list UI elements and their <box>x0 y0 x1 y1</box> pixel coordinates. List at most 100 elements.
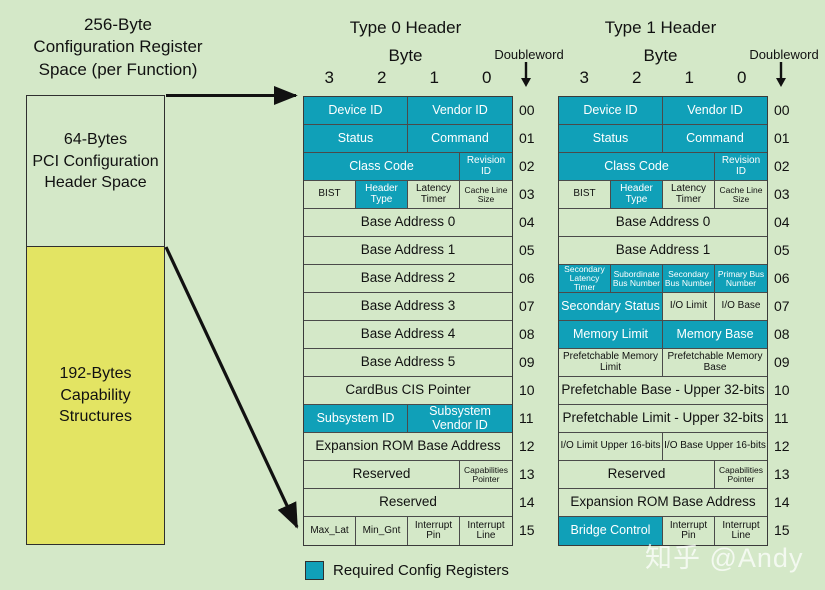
type1-byte-num-2: 2 <box>632 68 642 87</box>
capability-label-line-1: 192-Bytes <box>59 365 132 382</box>
register-field: Revision ID <box>715 153 767 180</box>
type0-doubleword-arrow-icon <box>521 62 531 87</box>
register-field: Base Address 3 <box>304 293 512 320</box>
register-field: Cache Line Size <box>460 181 512 208</box>
doubleword-offset: 13 <box>774 466 790 482</box>
type0-byte-num-0: 0 <box>482 68 492 87</box>
type1-byte-num-1: 1 <box>684 68 694 87</box>
header-space-label: 64-Bytes PCI Configuration Header Space <box>27 129 164 194</box>
overview-caption: 256-Byte Configuration Register Space (p… <box>6 14 230 81</box>
doubleword-offset: 00 <box>774 102 790 118</box>
doubleword-offset: 12 <box>774 438 790 454</box>
doubleword-offset: 14 <box>774 494 790 510</box>
register-field: Capabilities Pointer <box>715 461 767 488</box>
type1-doubleword-label: Doubleword <box>749 47 819 62</box>
register-field: Reserved <box>304 489 512 516</box>
register-field: Secondary Latency Timer <box>559 265 611 292</box>
arrow-capability-to-type0-bottom <box>164 246 299 529</box>
type1-byte-num-0: 0 <box>737 68 747 87</box>
register-field: Base Address 4 <box>304 321 512 348</box>
register-field: Capabilities Pointer <box>460 461 512 488</box>
type1-byte-numbers: 3 2 1 0 <box>558 68 768 92</box>
doubleword-offset: 07 <box>519 298 535 314</box>
doubleword-offset: 15 <box>774 522 790 538</box>
register-row: Base Address 1 <box>559 237 767 265</box>
register-field: Vendor ID <box>408 97 512 124</box>
type1-title: Type 1 Header <box>604 18 717 37</box>
register-field: Min_Gnt <box>356 517 408 545</box>
register-field: Subsystem ID <box>304 405 408 432</box>
register-field: Base Address 2 <box>304 265 512 292</box>
register-field: I/O Limit Upper 16-bits <box>559 433 663 460</box>
register-row: Base Address 0 <box>559 209 767 237</box>
register-field: Max_Lat <box>304 517 356 545</box>
doubleword-offset: 11 <box>519 410 534 426</box>
register-row: Expansion ROM Base Address <box>304 433 512 461</box>
register-field: Command <box>408 125 512 152</box>
register-row: Base Address 5 <box>304 349 512 377</box>
register-row: Base Address 3 <box>304 293 512 321</box>
type1-byte-label: Byte <box>643 46 678 65</box>
doubleword-offset: 03 <box>774 186 790 202</box>
type0-byte-label: Byte <box>388 46 423 65</box>
register-field: Latency Timer <box>408 181 460 208</box>
register-field: Status <box>304 125 408 152</box>
doubleword-offset: 09 <box>519 354 535 370</box>
doubleword-offset: 01 <box>519 130 535 146</box>
register-field: Header Type <box>356 181 408 208</box>
register-field: Expansion ROM Base Address <box>559 489 767 516</box>
register-row: Base Address 1 <box>304 237 512 265</box>
doubleword-offset: 02 <box>519 158 535 174</box>
doubleword-offset: 13 <box>519 466 535 482</box>
register-field: Subordinate Bus Number <box>611 265 663 292</box>
type0-doubleword-label: Doubleword <box>494 47 564 62</box>
doubleword-offset: 07 <box>774 298 790 314</box>
type0-title: Type 0 Header <box>349 18 462 37</box>
register-field: Interrupt Pin <box>663 517 715 545</box>
doubleword-offset: 12 <box>519 438 535 454</box>
register-field: Base Address 0 <box>304 209 512 236</box>
register-field: Base Address 5 <box>304 349 512 376</box>
register-field: Device ID <box>559 97 663 124</box>
register-field: Status <box>559 125 663 152</box>
register-field: Interrupt Line <box>715 517 767 545</box>
legend-required-swatch <box>305 561 324 580</box>
register-row: CardBus CIS Pointer <box>304 377 512 405</box>
register-field: Class Code <box>559 153 715 180</box>
register-field: I/O Base <box>715 293 767 320</box>
type0-byte-numbers: 3 2 1 0 <box>303 68 513 92</box>
header-space-label-line-2: PCI Configuration <box>32 152 159 170</box>
register-field: Prefetchable Base - Upper 32-bits <box>559 377 767 404</box>
register-field: Prefetchable Memory Limit <box>559 349 663 376</box>
register-row: Base Address 2 <box>304 265 512 293</box>
overview-caption-line-2: Configuration Register <box>33 37 203 57</box>
doubleword-offset: 05 <box>519 242 535 258</box>
doubleword-offset: 03 <box>519 186 535 202</box>
register-row: Prefetchable Limit - Upper 32-bits <box>559 405 767 433</box>
register-row: Base Address 0 <box>304 209 512 237</box>
capability-label-line-2: Capability <box>60 386 131 404</box>
register-row: Base Address 4 <box>304 321 512 349</box>
register-field: Device ID <box>304 97 408 124</box>
doubleword-offset: 06 <box>519 270 535 286</box>
register-field: I/O Limit <box>663 293 715 320</box>
register-field: Secondary Bus Number <box>663 265 715 292</box>
register-field: BIST <box>304 181 356 208</box>
register-field: Prefetchable Limit - Upper 32-bits <box>559 405 767 432</box>
